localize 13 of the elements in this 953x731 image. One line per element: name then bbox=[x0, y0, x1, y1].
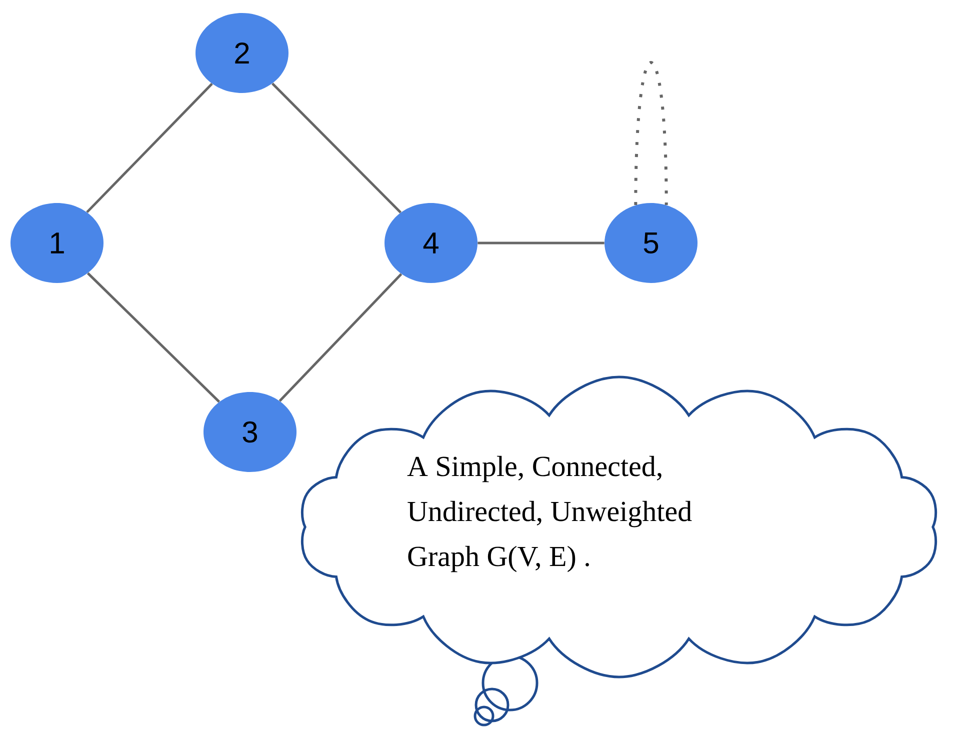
self-loop bbox=[634, 62, 668, 206]
graph-vertex: 1 bbox=[10, 203, 104, 283]
graph-vertex: 4 bbox=[384, 203, 478, 283]
graph-vertex: 3 bbox=[204, 392, 296, 472]
edge-line bbox=[278, 273, 402, 402]
node-label: A Simple, Connected, Undirected, Unweighted Graph G(V, E) . bbox=[407, 456, 692, 572]
thought-cloud: A Simple, Connected, Undirected, Unweighted Graph G(V, E) . bbox=[300, 376, 938, 678]
graph-vertex: 5 bbox=[604, 203, 698, 283]
edge-line bbox=[478, 242, 604, 244]
edge-line bbox=[271, 82, 402, 214]
edge-line bbox=[86, 272, 220, 403]
edge-line bbox=[86, 82, 213, 214]
graph-vertex: 2 bbox=[196, 13, 288, 93]
